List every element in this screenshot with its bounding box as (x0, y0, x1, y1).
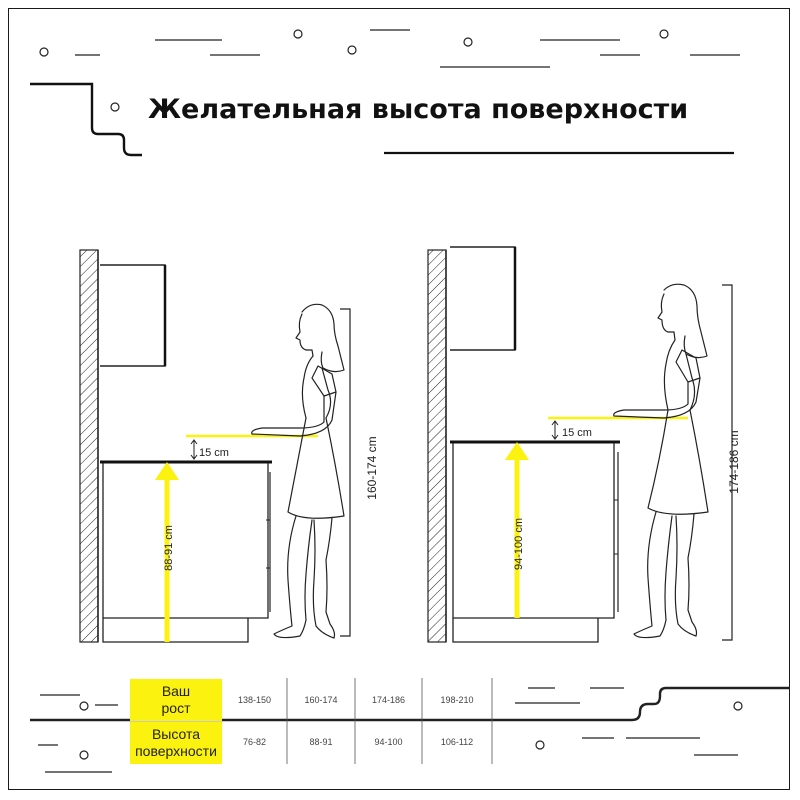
surface-cell: 76-82 (242, 737, 267, 747)
page-title: Желательная высота поверхности (148, 94, 689, 125)
table-lines (286, 678, 493, 764)
right-person-height-label: 174-186 cm (727, 430, 741, 493)
left-person (251, 303, 345, 639)
left-offset-label: 15 cm (199, 447, 229, 459)
left-surface-height-label: 88-91 cm (163, 525, 175, 571)
row-header-surface: Высота поверхности (130, 722, 222, 764)
height-cell: 174-186 (371, 695, 406, 705)
height-cell: 198-210 (440, 695, 474, 705)
height-cell: 160-174 (304, 695, 338, 705)
height-cell: 138-150 (237, 695, 272, 705)
right-surface-height-label: 94-100 cm (513, 518, 525, 570)
row-header-height: Ваш рост (130, 679, 222, 721)
surface-cell: 94-100 (374, 737, 403, 747)
left-scene (79, 249, 351, 643)
outer-frame (8, 8, 790, 790)
right-person (613, 283, 709, 639)
decor-bottom (30, 686, 790, 773)
decor-top (39, 29, 740, 112)
title-step-line (30, 82, 142, 157)
right-offset-label: 15 cm (562, 427, 592, 439)
surface-cell: 106-112 (440, 737, 474, 747)
left-person-height-label: 160-174 cm (365, 436, 379, 499)
surface-cell: 88-91 (309, 737, 333, 747)
right-scene (427, 246, 733, 643)
